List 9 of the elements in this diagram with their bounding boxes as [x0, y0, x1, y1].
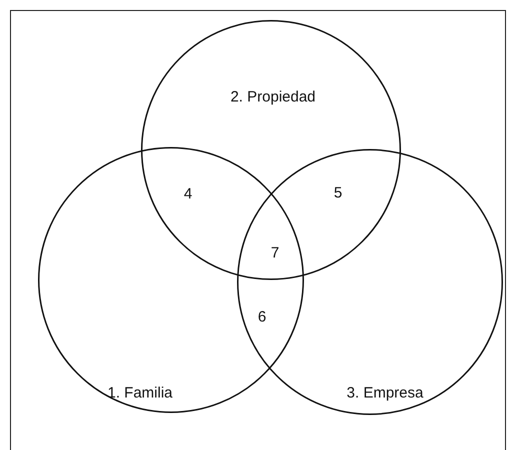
- circle-label: 3. Empresa: [346, 384, 424, 402]
- venn-circle: [141, 20, 401, 280]
- region-number: 4: [184, 186, 192, 202]
- circle-label: 2. Propiedad: [230, 88, 316, 106]
- region-number: 5: [334, 184, 342, 202]
- region-number: 6: [258, 308, 266, 326]
- region-number: 7: [270, 244, 280, 262]
- venn-circle: [38, 147, 304, 413]
- venn-circle: [237, 149, 503, 415]
